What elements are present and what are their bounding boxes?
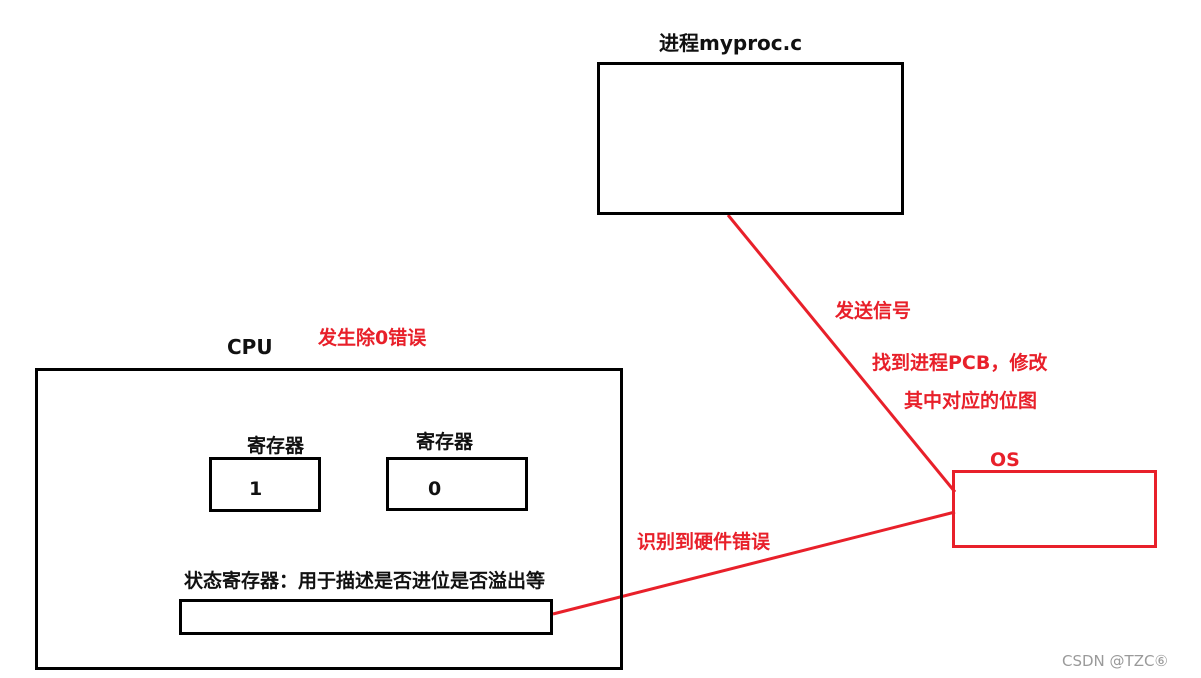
- os-box: [952, 470, 1157, 548]
- register-2-label: 寄存器: [416, 431, 474, 453]
- os-title: OS: [990, 449, 1020, 471]
- cpu-title: CPU: [227, 335, 273, 359]
- register-1-value: 1: [249, 478, 263, 500]
- send-signal-label: 发送信号: [835, 300, 912, 322]
- modify-pcb-label-line1: 找到进程PCB，修改: [872, 352, 1048, 374]
- process-box: [597, 62, 904, 215]
- register-2-box: [386, 457, 528, 511]
- status-register-label: 状态寄存器：用于描述是否进位是否溢出等: [184, 570, 546, 592]
- process-to-os-line: [726, 214, 957, 493]
- modify-pcb-label-line2: 其中对应的位图: [904, 390, 1038, 412]
- register-1-box: [209, 457, 321, 512]
- cpu-event-label: 发生除0错误: [318, 327, 427, 349]
- register-1-label: 寄存器: [247, 435, 305, 457]
- process-title: 进程myproc.c: [659, 31, 803, 55]
- hardware-error-label: 识别到硬件错误: [637, 531, 771, 553]
- register-2-value: 0: [428, 478, 442, 500]
- cpu-box: [35, 368, 623, 670]
- status-register-box: [179, 599, 553, 635]
- csdn-watermark: CSDN @TZC⑥: [1062, 652, 1168, 670]
